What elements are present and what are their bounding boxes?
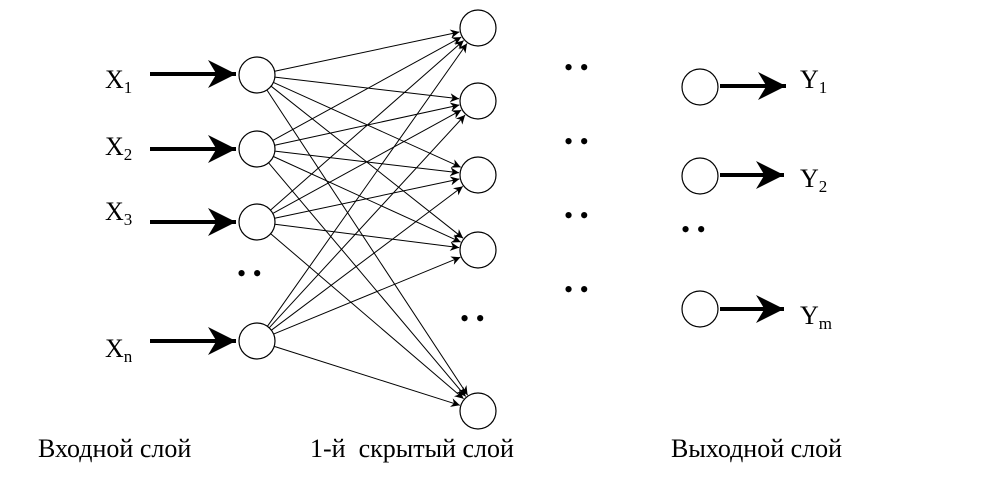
connection-in2-h5 — [268, 162, 467, 397]
connection-in4-h4 — [273, 256, 461, 335]
connection-in4-h1 — [266, 43, 468, 327]
ellipsis-markers: • • • • • • • • • • • • • • — [237, 53, 706, 333]
input-layer-caption: Входной слой — [38, 434, 191, 463]
output-label-ym: Ym — [800, 301, 832, 333]
connection-in1-h5 — [266, 89, 469, 396]
output-neuron-m — [681, 290, 719, 328]
input-label-x2: X2 — [105, 132, 132, 164]
connection-in2-h4 — [273, 156, 461, 243]
ellipsis-between-layers-4: • • — [564, 275, 589, 304]
connection-in1-h1 — [274, 29, 460, 72]
connection-in2-h1 — [272, 36, 462, 141]
ellipsis-input-layer: • • — [237, 259, 262, 288]
output-label-y2: Y2 — [800, 164, 827, 196]
ellipsis-between-layers-2: • • — [564, 127, 589, 156]
output-arrows — [720, 72, 786, 323]
hidden-neuron-4 — [459, 231, 497, 269]
hidden-neuron-1 — [459, 9, 497, 47]
hidden-layer-caption: 1-й скрытый слой — [310, 434, 514, 463]
ellipsis-between-layers-3: • • — [564, 201, 589, 230]
connection-in3-h3 — [274, 176, 460, 219]
input-neuron-3 — [238, 203, 276, 241]
hidden-neuron-k — [459, 392, 497, 430]
connection-in1-h2 — [274, 76, 460, 103]
connection-in4-h5 — [274, 345, 461, 407]
input-neuron-2 — [238, 130, 276, 168]
hidden-neuron-3 — [459, 156, 497, 194]
connection-in3-h2 — [272, 109, 462, 214]
input-arrows — [150, 60, 236, 355]
output-layer-neurons — [681, 68, 719, 328]
connection-in4-h3 — [271, 186, 464, 331]
connection-in3-h1 — [270, 40, 465, 211]
input-labels: X1 X2 X3 Xn — [105, 65, 133, 366]
input-label-x3: X3 — [105, 197, 132, 229]
output-neuron-2 — [681, 157, 719, 195]
layer-connections — [266, 29, 469, 407]
ellipsis-between-layers-1: • • — [564, 53, 589, 82]
output-label-y1: Y1 — [800, 65, 827, 97]
ellipsis-output-layer: • • — [681, 215, 706, 244]
input-label-x1: X1 — [105, 65, 132, 97]
output-layer-caption: Выходной слой — [671, 434, 842, 463]
ellipsis-hidden-layer: • • — [460, 304, 485, 333]
input-neuron-1 — [238, 56, 276, 94]
output-neuron-1 — [681, 68, 719, 106]
connection-in3-h5 — [270, 233, 464, 400]
hidden-layer-neurons — [459, 9, 497, 430]
hidden-neuron-2 — [459, 82, 497, 120]
connection-in4-h2 — [268, 114, 466, 329]
input-neuron-n — [238, 322, 276, 360]
connection-in3-h4 — [274, 223, 460, 251]
output-labels: Y1 Y2 Ym — [800, 65, 832, 333]
input-label-xn: Xn — [105, 334, 133, 366]
input-layer-neurons — [238, 56, 276, 360]
